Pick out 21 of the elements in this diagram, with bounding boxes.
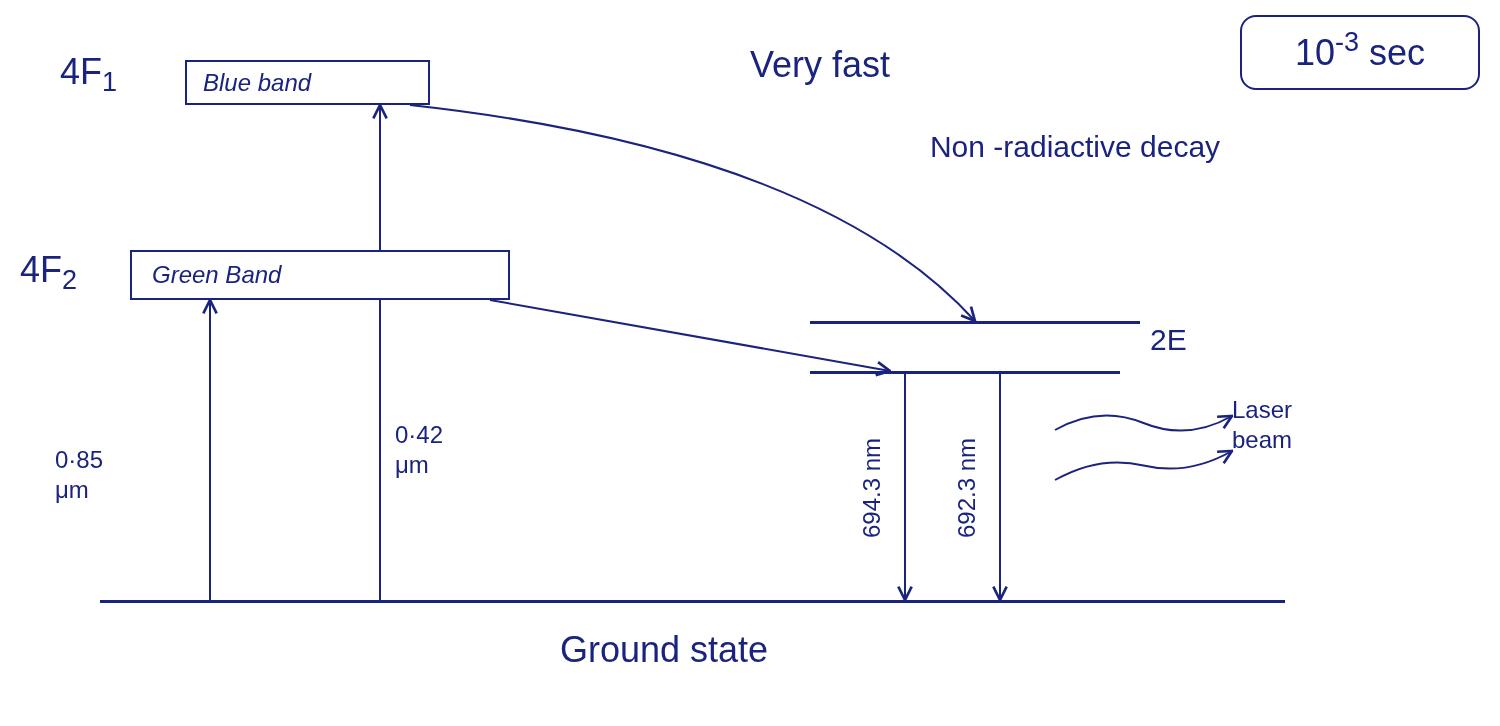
energy-level-line bbox=[810, 321, 1140, 324]
arrow bbox=[897, 373, 913, 602]
level-label: Ground state bbox=[560, 630, 769, 670]
energy-band-box: Blue band bbox=[185, 60, 430, 105]
arrow bbox=[409, 104, 977, 323]
level-label: 4F$_{1}$ bbox=[60, 52, 118, 92]
note-text: Very fast bbox=[750, 45, 891, 85]
level-label: 4F$_{2}$ bbox=[20, 250, 78, 290]
wavy-arrow bbox=[1054, 449, 1234, 481]
note-text: Non -radiactive decay bbox=[928, 129, 1222, 165]
level-label: 2E bbox=[1150, 322, 1187, 358]
arrow bbox=[992, 373, 1008, 602]
wavy-arrow bbox=[1054, 414, 1234, 432]
laser-beam-text: Laser beam bbox=[1232, 395, 1342, 465]
energy-level-line bbox=[810, 371, 1120, 374]
arrow bbox=[489, 299, 892, 377]
energy-band-box: Green Band bbox=[130, 250, 510, 300]
arrow bbox=[372, 103, 388, 251]
time-box: 10$^{-3}$ sec bbox=[1240, 15, 1480, 90]
arrow bbox=[202, 298, 218, 601]
ground-level-line bbox=[100, 600, 1285, 603]
